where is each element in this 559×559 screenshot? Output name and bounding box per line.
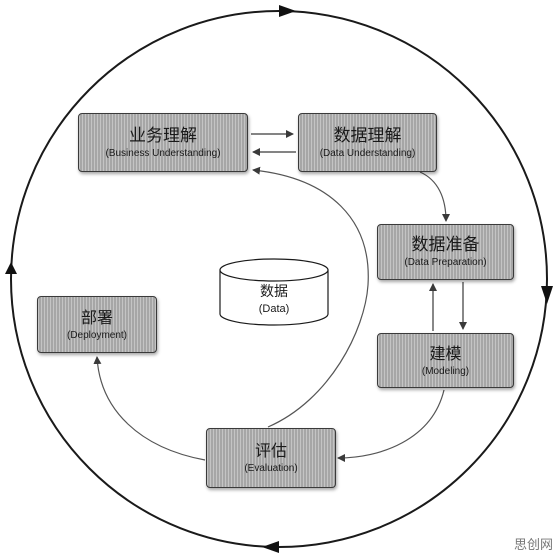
- watermark: 思创网: [513, 538, 553, 553]
- deployment-box: 部署 (Deployment): [37, 296, 157, 353]
- data-understanding-subtitle: (Data Understanding): [319, 147, 416, 159]
- data-cylinder-icon: [219, 258, 329, 326]
- modeling-subtitle: (Modeling): [421, 365, 470, 377]
- evaluation-subtitle: (Evaluation): [244, 463, 298, 474]
- arrow-evaluation-to-business: [252, 166, 369, 428]
- data-store-subtitle: (Data): [258, 303, 290, 315]
- arrow-modeling-to-evaluation: [337, 389, 445, 462]
- modeling-box: 建模 (Modeling): [377, 333, 514, 388]
- cycle-arrowhead-left: [5, 262, 17, 274]
- data-preparation-box: 数据准备 (Data Preparation): [377, 224, 514, 280]
- data-store-label: 数据 (Data): [218, 283, 330, 317]
- arrow-evaluation-to-deployment: [93, 356, 206, 461]
- business-understanding-title: 业务理解: [129, 125, 197, 146]
- modeling-title: 建模: [429, 343, 462, 363]
- evaluation-title: 评估: [254, 441, 287, 460]
- data-store-title: 数据: [260, 284, 288, 300]
- cycle-arrowhead-top: [279, 5, 296, 17]
- data-understanding-title: 数据理解: [333, 125, 402, 146]
- cycle-arrowhead-bottom: [262, 541, 279, 553]
- deployment-subtitle: (Deployment): [66, 329, 128, 341]
- data-preparation-title: 数据准备: [411, 235, 480, 255]
- data-preparation-subtitle: (Data Preparation): [404, 257, 487, 268]
- data-understanding-box: 数据理解 (Data Understanding): [298, 113, 437, 172]
- cycle-arrowhead-right: [541, 286, 553, 304]
- evaluation-box: 评估 (Evaluation): [206, 428, 336, 488]
- business-understanding-box: 业务理解 (Business Understanding): [78, 113, 248, 172]
- arrow-data-understanding-to-preparation: [419, 171, 450, 222]
- deployment-title: 部署: [80, 307, 113, 327]
- business-understanding-subtitle: (Business Understanding): [105, 147, 221, 159]
